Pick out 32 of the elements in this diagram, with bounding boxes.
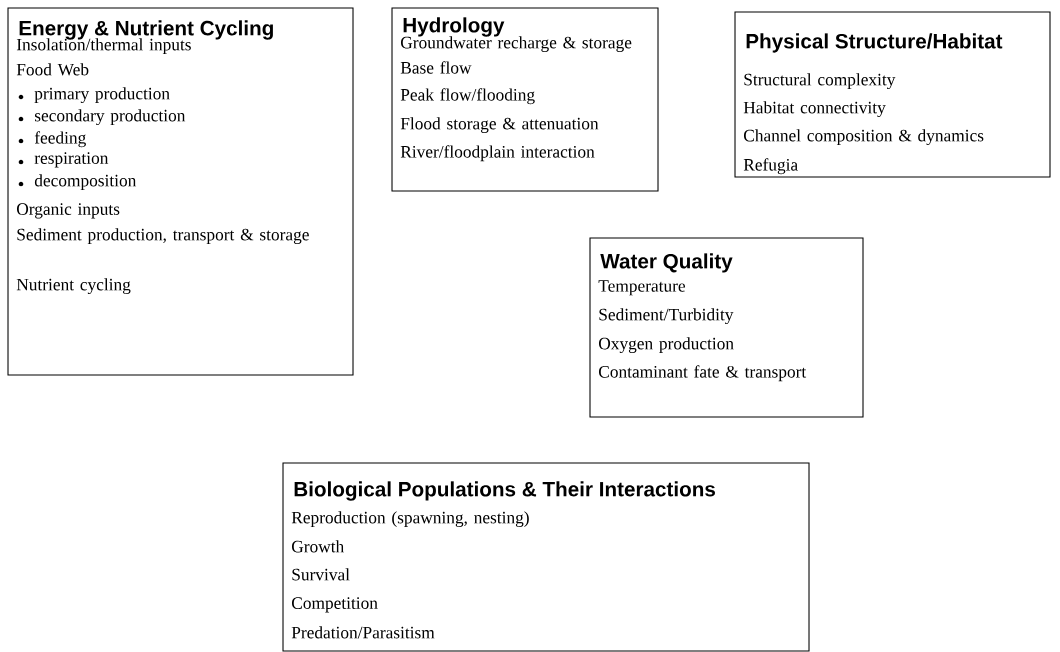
list-item: Habitat connectivity: [743, 101, 886, 118]
box-heading: Water Quality: [600, 253, 733, 273]
box-heading: Hydrology: [403, 17, 505, 37]
list-item: Flood storage & attenuation: [400, 117, 599, 134]
list-item: Survival: [292, 568, 350, 581]
bullet-item: secondary production: [18, 109, 186, 126]
bullet-item: primary production: [18, 87, 170, 104]
list-item: Sediment/Turbidity: [599, 308, 734, 325]
list-item: Growth: [292, 540, 344, 553]
box-heading: Biological Populations & Their Interactions: [294, 481, 715, 501]
list-item: Groundwater recharge & storage: [401, 36, 632, 53]
list-item: Reproduction (spawning, nesting): [291, 511, 529, 528]
list-item: Insolation/thermal inputs: [16, 38, 191, 54]
list-item: Peak flow/flooding: [400, 88, 535, 105]
list-item: Food Web: [16, 63, 89, 76]
list-item: Predation/Parasitism: [291, 626, 435, 639]
list-item: Refugia: [743, 158, 798, 175]
list-item: Competition: [292, 597, 378, 613]
list-item: Nutrient cycling: [16, 278, 131, 295]
list-item: Structural complexity: [744, 73, 896, 90]
box-heading: Physical Structure/Habitat: [746, 33, 1003, 53]
list-item: Base flow: [400, 61, 472, 74]
bullet-item: decomposition: [18, 174, 137, 190]
list-item: Contaminant fate & transport: [599, 365, 807, 382]
list-item: Channel composition & dynamics: [744, 129, 984, 146]
list-item: Organic inputs: [17, 203, 120, 219]
list-item: River/floodplain interaction: [400, 145, 595, 162]
bullet-item: respiration: [18, 152, 109, 168]
list-item: Sediment production, transport & storage: [17, 228, 309, 245]
list-item: Oxygen production: [599, 337, 734, 354]
bullet-item: feeding: [18, 131, 86, 148]
list-item: Temperature: [598, 280, 685, 296]
